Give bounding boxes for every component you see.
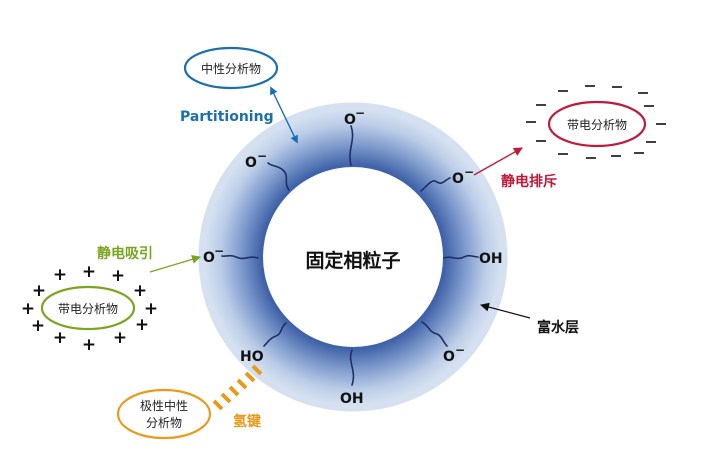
ligand-chain-upper-right (420, 177, 451, 192)
attracted-analyte-label: 带电分析物 (58, 302, 118, 316)
svg-text:+: + (144, 299, 158, 319)
particle-core (263, 167, 443, 347)
repelled-analyte-ellipse (547, 100, 647, 148)
group-oh-right: OH (479, 251, 503, 267)
svg-text:+: + (111, 266, 125, 286)
particle-label: 固定相粒子 (305, 249, 400, 272)
svg-text:+: + (82, 335, 96, 355)
group-o-minus-top: O (344, 112, 356, 128)
ligand-chain-right (443, 254, 479, 260)
group-o-minus-upper-left: O (245, 155, 257, 171)
svg-text:+: + (53, 328, 67, 348)
ligand-chain-upper-left (267, 162, 290, 191)
ligand-chain-left (221, 254, 259, 260)
minus-superscript: − (464, 165, 474, 179)
partitioning-arrow (270, 86, 298, 144)
positive-charges: + + + + + + + + + + + + (21, 262, 158, 355)
polar-analyte-label-line1: 极性中性 (140, 398, 188, 413)
ligand-chain-lower-left (263, 322, 287, 347)
attracted-analyte-ellipse (40, 285, 136, 331)
group-oh-bottom: OH (340, 391, 364, 407)
partitioning-label: Partitioning (180, 109, 274, 125)
svg-text:+: + (135, 315, 149, 335)
group-o-minus-left: O (203, 250, 215, 266)
minus-superscript: − (257, 149, 267, 163)
group-ho-lower-left: HO (240, 349, 264, 365)
ligand-chain-bottom (349, 349, 355, 386)
attraction-label: 静电吸引 (97, 245, 153, 262)
minus-superscript: − (355, 106, 365, 120)
hydrogen-bond-dashes (212, 364, 263, 411)
group-o-minus-upper-right: O (452, 171, 464, 187)
group-o-minus-lower-right: O (443, 349, 455, 365)
ligand-chain-top (349, 125, 354, 166)
svg-text:+: + (53, 265, 67, 285)
ligand-chain-lower-right (421, 321, 448, 347)
repulsion-label: 静电排斥 (501, 173, 557, 190)
svg-text:+: + (82, 262, 96, 282)
polar-analyte-ellipse (116, 388, 212, 440)
svg-text:+: + (21, 299, 35, 319)
svg-text:+: + (31, 316, 45, 336)
svg-text:+: + (133, 281, 147, 301)
minus-superscript: − (455, 343, 465, 357)
repulsion-arrow (473, 147, 523, 176)
neutral-analyte-label: 中性分析物 (201, 61, 261, 76)
water-layer-label: 富水层 (537, 319, 579, 336)
negative-charges (526, 85, 666, 159)
minus-superscript: − (214, 244, 224, 258)
hydrogen-bond-label: 氢键 (233, 413, 262, 430)
repelled-analyte-label: 带电分析物 (567, 118, 627, 132)
svg-text:+: + (113, 328, 127, 348)
neutral-analyte-ellipse (183, 46, 279, 90)
attraction-arrow (149, 254, 201, 273)
svg-text:+: + (32, 281, 46, 301)
water-layer-arrow (480, 302, 531, 319)
polar-analyte-label-line2: 分析物 (146, 416, 182, 430)
